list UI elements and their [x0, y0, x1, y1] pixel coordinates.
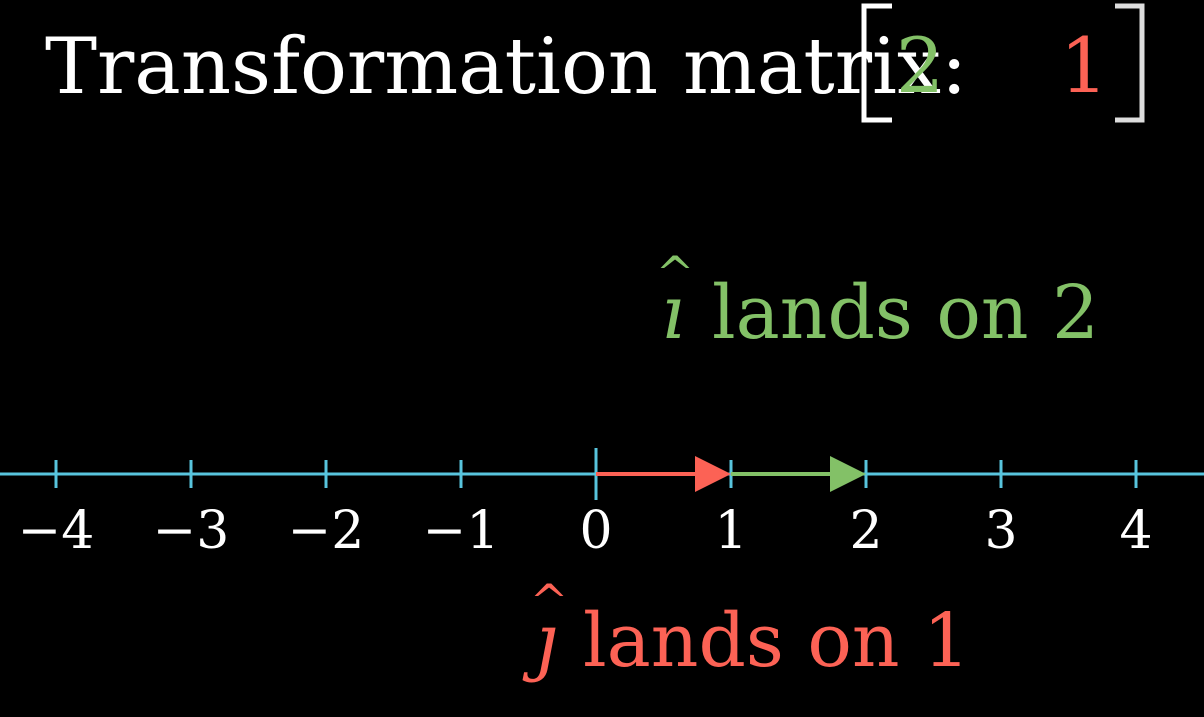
j-hat-text: lands on 1	[583, 598, 970, 684]
number-line-labels: −4 −3 −2 −1 0 1 2 3 4	[18, 501, 1153, 561]
tick-label: 1	[714, 501, 747, 561]
i-hat-vector-head	[830, 456, 866, 492]
i-hat-symbol: ı	[661, 270, 685, 356]
i-hat-text: lands on 2	[712, 270, 1099, 356]
j-hat-annotation: ^ ȷ lands on 1	[523, 574, 971, 684]
tick-label: −2	[288, 501, 365, 561]
i-hat-annotation: ^ ı lands on 2	[656, 246, 1099, 356]
matrix-left-bracket	[861, 3, 892, 123]
tick-label: −1	[423, 501, 500, 561]
matrix-entry-j: 1	[1060, 21, 1108, 110]
tick-label: 4	[1119, 501, 1152, 561]
matrix-right-bracket	[1115, 3, 1145, 123]
number-line-ticks	[54, 448, 1138, 500]
tick-label: 3	[984, 501, 1017, 561]
j-hat-symbol: ȷ	[523, 598, 558, 684]
basis-vectors	[596, 456, 866, 492]
j-hat-caret: ^	[530, 574, 569, 628]
i-hat-caret: ^	[656, 246, 695, 300]
matrix-entry-i: 2	[896, 21, 944, 110]
tick-label: −3	[153, 501, 230, 561]
title-label: Transformation matrix:	[45, 22, 967, 112]
tick-label: 2	[849, 501, 882, 561]
j-hat-vector-head	[695, 456, 731, 492]
tick-label: 0	[579, 501, 612, 561]
tick-label: −4	[18, 501, 95, 561]
